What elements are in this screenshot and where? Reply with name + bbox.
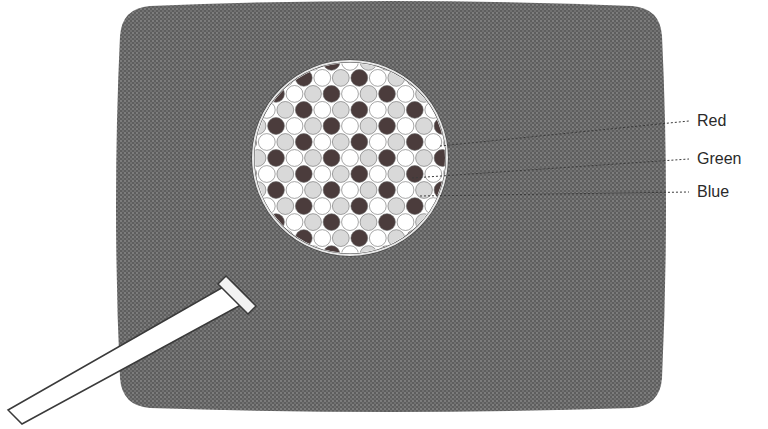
lens-rim bbox=[253, 61, 447, 255]
phosphor-dots bbox=[240, 54, 460, 263]
leader-lines bbox=[412, 121, 689, 196]
color-label: Green bbox=[697, 150, 741, 168]
magnifier-handle bbox=[8, 276, 256, 424]
screen bbox=[116, 1, 666, 412]
color-label: Red bbox=[697, 112, 726, 130]
color-label: Blue bbox=[697, 183, 729, 201]
lens-back bbox=[253, 61, 447, 255]
